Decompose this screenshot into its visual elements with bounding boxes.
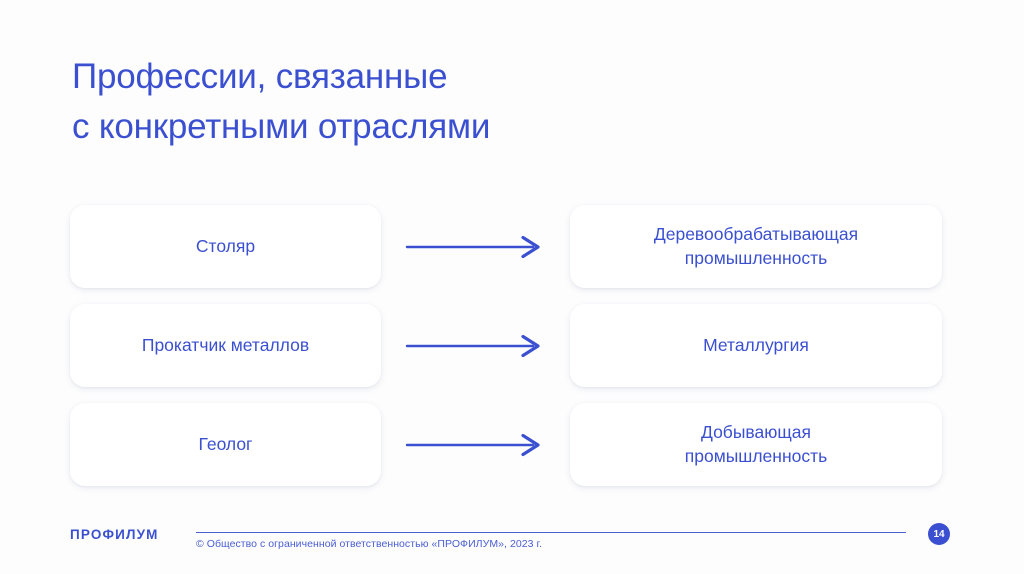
industry-label: Металлургия (703, 334, 809, 355)
arrow-right-icon (405, 235, 545, 259)
profession-label: Геолог (198, 433, 253, 454)
industry-card[interactable]: Добывающая промышленность (570, 403, 942, 486)
profession-card[interactable]: Геолог (70, 403, 381, 486)
diagram-row: Столяр Деревообрабатывающая промышленнос… (0, 205, 1024, 288)
page-number-badge: 14 (928, 523, 950, 545)
slide-footer: ПРОФИЛУМ © Общество с ограниченной ответ… (0, 512, 1024, 574)
industry-card[interactable]: Деревообрабатывающая промышленность (570, 205, 942, 288)
profession-industry-diagram: Столяр Деревообрабатывающая промышленнос… (0, 205, 1024, 486)
profession-card[interactable]: Столяр (70, 205, 381, 288)
profession-label: Прокатчик металлов (141, 334, 310, 355)
profession-card[interactable]: Прокатчик металлов (70, 304, 381, 387)
industry-label: Добывающая промышленность (684, 422, 828, 466)
copyright-text: © Общество с ограниченной ответственност… (196, 538, 543, 550)
profession-label: Столяр (195, 235, 256, 256)
diagram-row: Геолог Добывающая промышленность (0, 403, 1024, 486)
industry-label: Деревообрабатывающая промышленность (653, 224, 859, 268)
arrow-right-icon (405, 334, 545, 358)
industry-card[interactable]: Металлургия (570, 304, 942, 387)
diagram-row: Прокатчик металлов Металлургия (0, 304, 1024, 387)
footer-divider (196, 532, 906, 533)
arrow-right-icon (405, 433, 545, 457)
brand-logo: ПРОФИЛУМ (70, 527, 159, 542)
page-title: Профессии, связанные с конкретными отрас… (72, 57, 491, 146)
